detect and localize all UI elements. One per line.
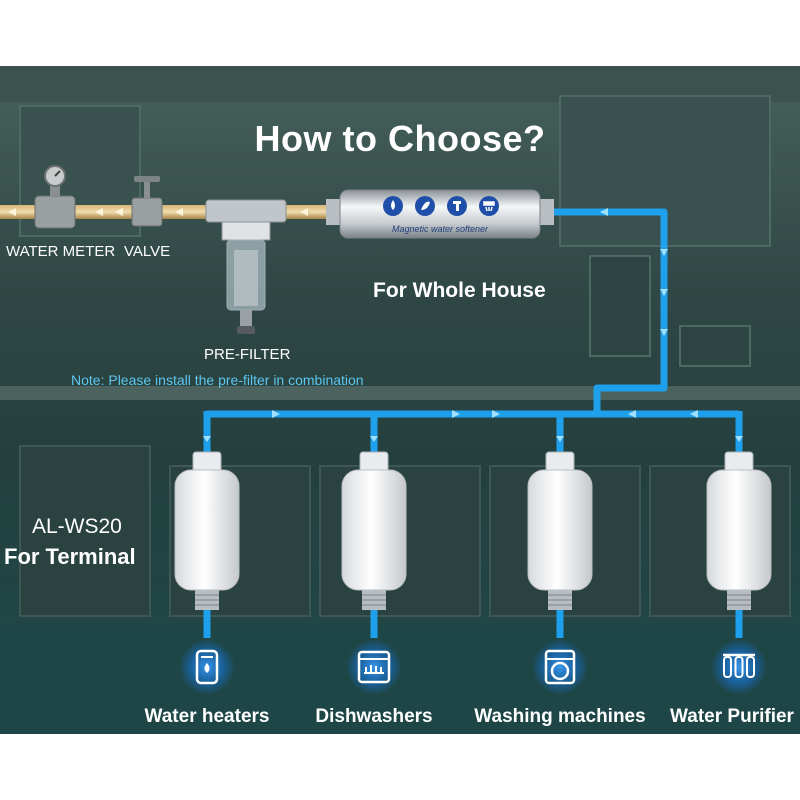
blue-pipe-network bbox=[203, 208, 743, 638]
terminal-filter bbox=[174, 451, 240, 610]
valve-label: VALVE bbox=[124, 243, 171, 260]
application-label-water-purifier: Water Purifier bbox=[670, 706, 794, 727]
water-meter bbox=[34, 165, 76, 229]
washing-machine-icon bbox=[532, 639, 588, 695]
terminal-filter bbox=[527, 451, 593, 610]
dishwasher-icon bbox=[346, 639, 402, 695]
pre-filter-label: PRE-FILTER bbox=[204, 346, 291, 363]
application-label-washing-machines: Washing machines bbox=[474, 706, 646, 727]
water-heater-icon bbox=[179, 639, 235, 695]
water-purifier-icon bbox=[711, 639, 767, 695]
model-label: AL-WS20 bbox=[32, 515, 122, 538]
pre-filter-note: Note: Please install the pre-filter in c… bbox=[71, 372, 364, 388]
terminal-filter bbox=[706, 451, 772, 610]
kitchen-background bbox=[0, 66, 800, 734]
water-meter-label: WATER METER bbox=[6, 243, 116, 260]
terminal-label: For Terminal bbox=[4, 544, 136, 569]
flow-arrows bbox=[203, 208, 743, 442]
softener-text: Magnetic water softener bbox=[392, 224, 489, 234]
magnetic-water-softener: Magnetic water softener bbox=[326, 189, 554, 239]
valve bbox=[131, 176, 163, 227]
softener-icons bbox=[383, 196, 499, 216]
application-label-dishwashers: Dishwashers bbox=[315, 706, 433, 727]
pre-filter bbox=[205, 199, 287, 334]
terminal-filter bbox=[341, 451, 407, 610]
whole-house-label: For Whole House bbox=[373, 279, 546, 302]
page-title: How to Choose? bbox=[254, 118, 546, 159]
application-label-water-heaters: Water heaters bbox=[144, 706, 270, 727]
